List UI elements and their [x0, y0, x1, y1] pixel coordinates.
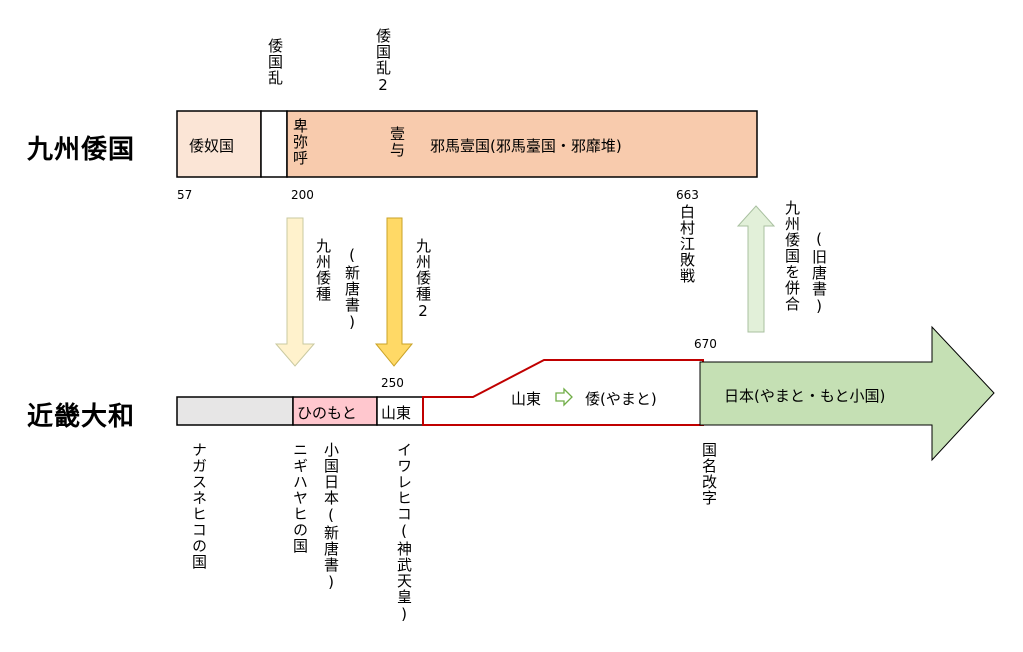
kyushu-row-label: 九州倭国 [27, 135, 136, 165]
kutojo-label: (旧唐書) [810, 230, 828, 316]
year-670: 670 [694, 337, 717, 351]
kaiji-label: 国名改字 [700, 442, 718, 506]
heigo-arrow [736, 205, 776, 333]
war-gap-box [260, 110, 288, 178]
war2-label: 倭国乱2 [374, 28, 392, 95]
nagasunehiko-label: ナガスネヒコの国 [190, 442, 208, 570]
himiko-label: 卑弥呼 [291, 118, 309, 166]
shintojo-label-1: (新唐書) [343, 246, 361, 332]
year-663: 663 [676, 188, 699, 202]
nakoku-period-box [176, 110, 262, 178]
heigo-label: 九州倭国を併合 [783, 200, 801, 312]
nakoku-label: 倭奴国 [189, 137, 235, 155]
year-250: 250 [381, 376, 404, 390]
war1-label: 倭国乱 [266, 38, 284, 86]
kyushu-wa-shu2-label: 九州倭種2 [414, 238, 432, 321]
nagasunehiko-box [176, 396, 294, 426]
kyushu-wa-shu-arrow [274, 217, 316, 367]
shokoku-label: 小国日本(新唐書) [322, 442, 340, 592]
change-arrow-icon [555, 387, 573, 407]
iwarehiko-label: イワレヒコ(神武天皇) [395, 442, 413, 624]
hinomoto-box [292, 396, 378, 426]
hakusonko-label: 白村江敗戦 [678, 204, 696, 284]
kyushu-wa-shu-label: 九州倭種 [314, 238, 332, 302]
year-200: 200 [291, 188, 314, 202]
kinki-row-label: 近畿大和 [27, 402, 136, 432]
yamatai-label: 邪馬壹国(邪馬臺国・邪靡堆) [430, 137, 622, 155]
santo-box-label: 山東 [381, 404, 412, 422]
year-57: 57 [177, 188, 193, 202]
nihon-arrow [699, 325, 995, 462]
hinomoto-label: ひのもと [297, 404, 357, 422]
santo-label: 山東 [511, 390, 542, 408]
wa-yamato-label: 倭(やまと) [585, 390, 657, 408]
yamatai-period-box [286, 110, 758, 178]
iyo-label: 壹与 [388, 126, 406, 158]
nihon-label: 日本(やまと・もと小国) [724, 387, 886, 405]
nigihayahi-label: ニギハヤヒの国 [291, 442, 309, 554]
kyushu-wa-shu2-arrow [374, 217, 414, 367]
